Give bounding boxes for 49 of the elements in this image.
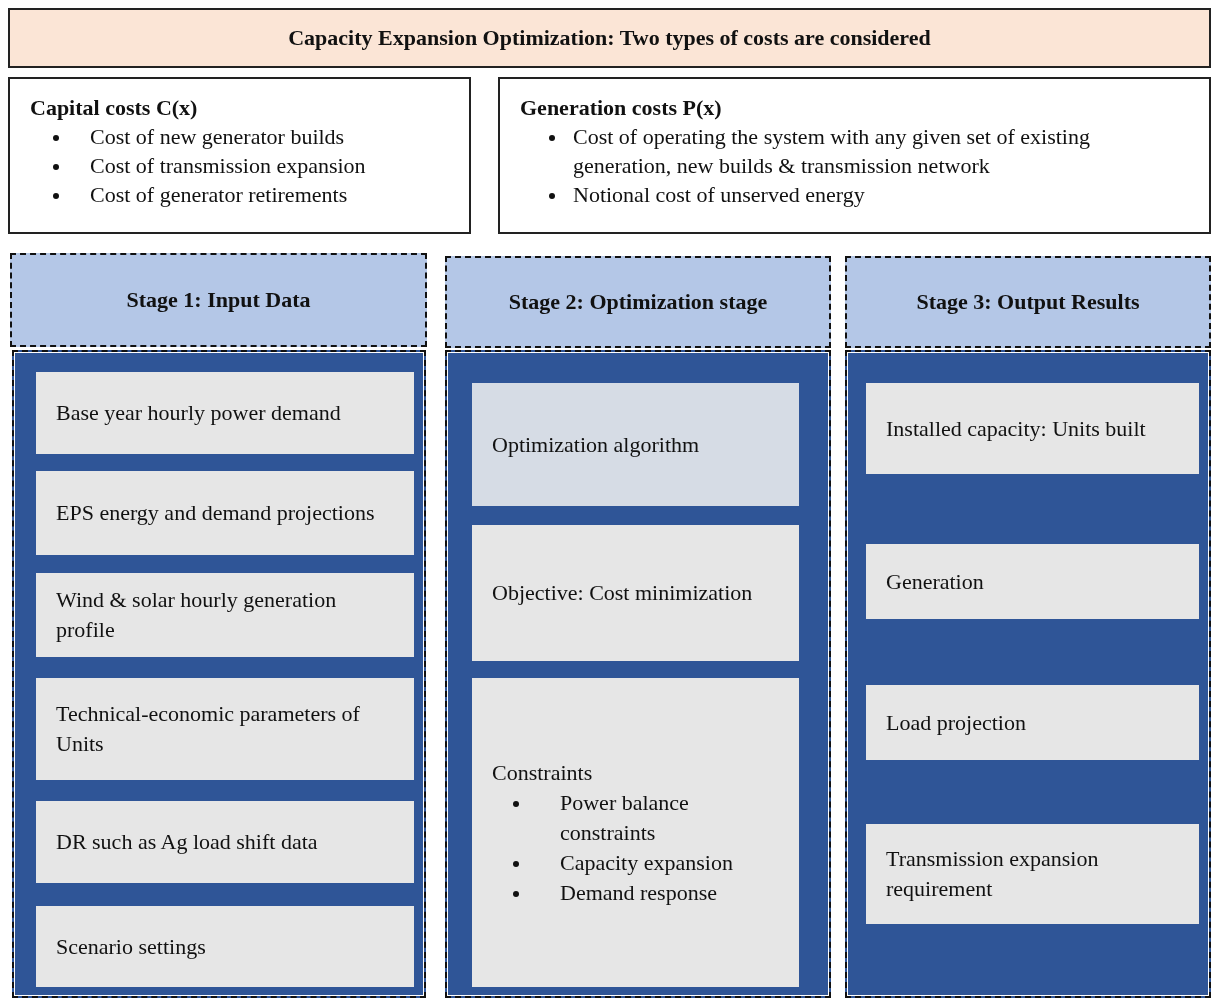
box-text: Installed capacity: Units built bbox=[886, 414, 1147, 443]
box-text: Wind & solar hourly generation profile bbox=[56, 586, 338, 644]
stage-title: Stage 2: Optimization stage bbox=[508, 289, 768, 315]
process-box bbox=[866, 685, 1199, 760]
stage-header bbox=[10, 253, 427, 347]
process-box bbox=[472, 678, 799, 987]
process-box bbox=[866, 544, 1199, 619]
cost-box bbox=[498, 77, 1211, 234]
process-box bbox=[472, 383, 799, 506]
box-text: Transmission expansion requirement bbox=[886, 845, 1100, 903]
process-box bbox=[36, 906, 414, 987]
list-heading: Constraints bbox=[492, 758, 594, 787]
process-box bbox=[472, 525, 799, 661]
bullet-text: Cost of transmission expansion bbox=[90, 152, 366, 180]
process-box bbox=[36, 372, 414, 454]
bullet-text: Cost of new generator builds bbox=[90, 123, 345, 151]
stage-panel bbox=[845, 350, 1211, 998]
bullet-text: Demand response bbox=[560, 878, 717, 907]
card-heading: Generation costs P(x) bbox=[520, 94, 723, 122]
bullet-text: Power balance constraints bbox=[560, 788, 690, 847]
stage-panel bbox=[445, 350, 831, 998]
stage-panel bbox=[12, 350, 426, 998]
box-text: Load projection bbox=[886, 708, 1027, 737]
bullet-text: Cost of operating the system with any given set of existing generation, new builds & transmission network bbox=[573, 123, 1091, 180]
stage-title: Stage 3: Output Results bbox=[916, 289, 1140, 315]
banner-title: Capacity Expansion Optimization: Two types of costs are considered bbox=[288, 25, 931, 51]
box-text: Technical-economic parameters of Units bbox=[56, 700, 361, 758]
box-text: Optimization algorithm bbox=[492, 430, 701, 459]
banner-box bbox=[8, 8, 1211, 68]
process-box bbox=[36, 573, 414, 657]
bullet-text: Notional cost of unserved energy bbox=[573, 181, 865, 209]
box-text: EPS energy and demand projections bbox=[56, 499, 376, 527]
box-text: Base year hourly power demand bbox=[56, 399, 342, 427]
stage-title: Stage 1: Input Data bbox=[126, 287, 311, 313]
bullet-text: Cost of generator retirements bbox=[90, 181, 348, 209]
process-box bbox=[36, 471, 414, 555]
stage-header bbox=[845, 256, 1211, 348]
cost-box bbox=[8, 77, 471, 234]
process-box bbox=[36, 678, 414, 780]
box-text: Generation bbox=[886, 567, 985, 596]
stage-header bbox=[445, 256, 831, 348]
box-text: Scenario settings bbox=[56, 932, 207, 961]
card-heading: Capital costs C(x) bbox=[30, 94, 199, 122]
process-box bbox=[866, 383, 1199, 474]
box-text: DR such as Ag load shift data bbox=[56, 828, 319, 856]
bullet-text: Capacity expansion bbox=[560, 848, 733, 877]
box-text: Objective: Cost minimization bbox=[492, 579, 754, 607]
process-box bbox=[866, 824, 1199, 924]
process-box bbox=[36, 801, 414, 883]
